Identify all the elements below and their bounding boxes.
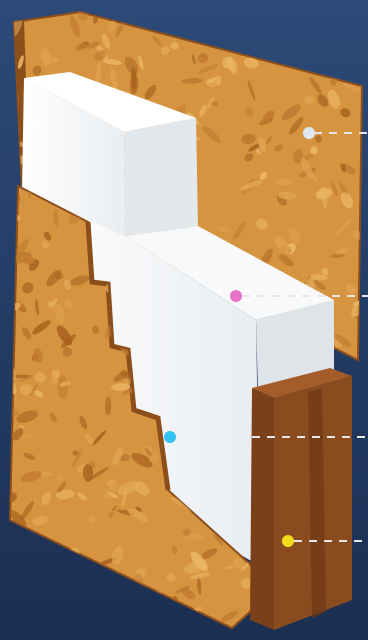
inner-osb-panel-marker[interactable] [164,431,176,443]
foam-core-upper-side [124,118,198,236]
spline-stud-front [250,388,274,630]
outer-osb-panel-marker[interactable] [303,127,315,139]
foam-core-marker[interactable] [230,290,242,302]
spline-stud-marker[interactable] [282,535,294,547]
